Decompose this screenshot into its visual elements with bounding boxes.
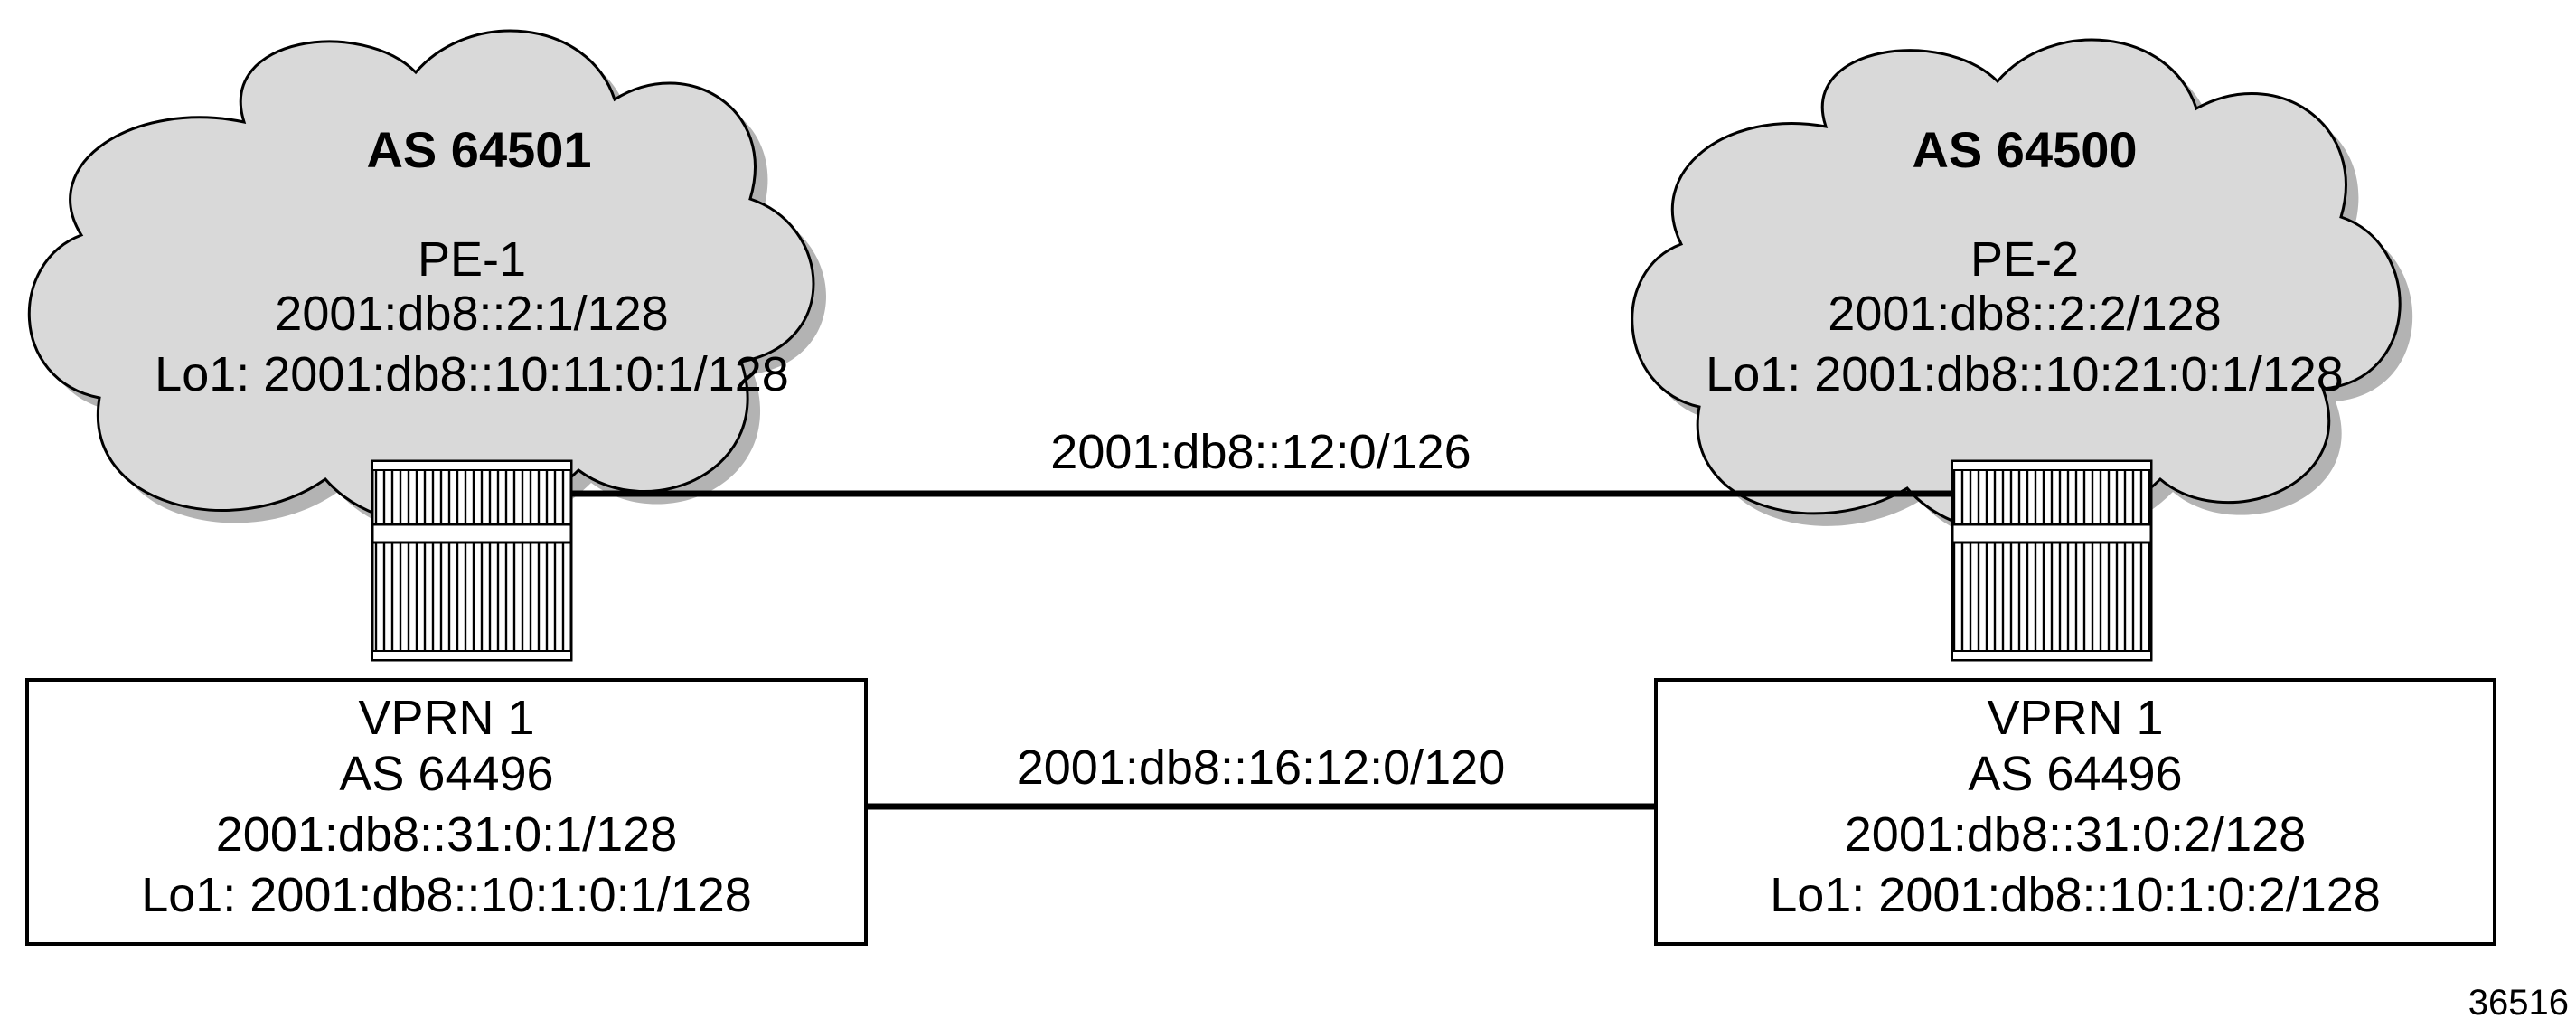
- vprn-right-address: 2001:db8::31:0:2/128: [1845, 807, 2306, 862]
- pe2-address: 2001:db8::2:2/128: [1828, 287, 2221, 341]
- vprn-right-box: [1654, 678, 2496, 946]
- vprn-left-address: 2001:db8::31:0:1/128: [216, 807, 677, 862]
- cloud-as-64500: [1631, 38, 2413, 548]
- router-pe1-icon: [371, 459, 573, 662]
- link-vprn-label: 2001:db8::16:12:0/120: [1017, 740, 1506, 795]
- link-pe-label: 2001:db8::12:0/126: [1050, 425, 1471, 479]
- vprn-right-as: AS 64496: [1968, 747, 2182, 801]
- router-pe2-icon: [1951, 459, 2153, 662]
- vprn-left-name: VPRN 1: [358, 691, 534, 745]
- vprn-left-box: [25, 678, 868, 946]
- figure-id: 36516: [2468, 983, 2569, 1023]
- pe2-loopback: Lo1: 2001:db8::10:21:0:1/128: [1706, 347, 2344, 401]
- cloud-as-64501: [27, 29, 826, 539]
- vprn-left-as: AS 64496: [339, 747, 553, 801]
- vprn-right-loopback: Lo1: 2001:db8::10:1:0:2/128: [1770, 868, 2381, 922]
- vprn-right-name: VPRN 1: [1987, 691, 2163, 745]
- pe1-name: PE-1: [418, 232, 526, 287]
- pe1-loopback: Lo1: 2001:db8::10:11:0:1/128: [155, 347, 789, 401]
- as-64501-title: AS 64501: [366, 121, 591, 178]
- pe1-address: 2001:db8::2:1/128: [275, 287, 668, 341]
- pe2-name: PE-2: [1970, 232, 2079, 287]
- as-64500-title: AS 64500: [1912, 121, 2137, 178]
- vprn-left-loopback: Lo1: 2001:db8::10:1:0:1/128: [141, 868, 752, 922]
